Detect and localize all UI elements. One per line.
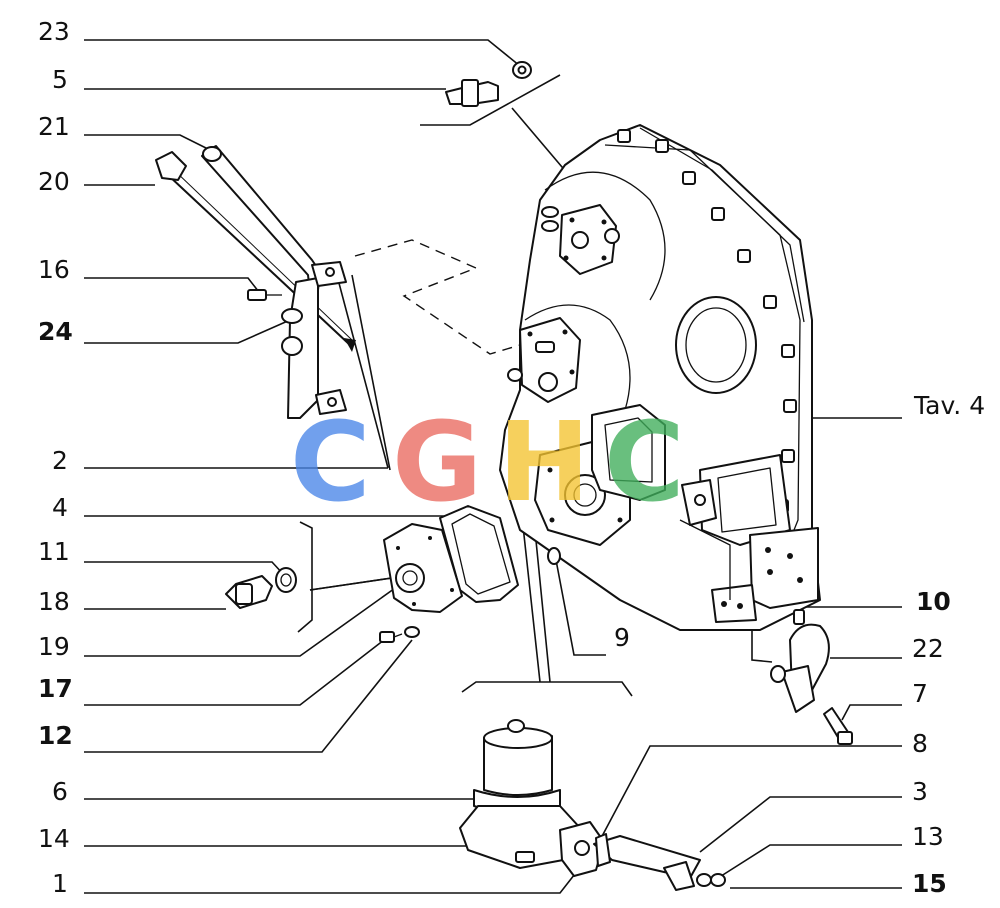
callout-21: 21 — [38, 112, 70, 141]
callout-16: 16 — [38, 255, 70, 284]
watermark-letter-h: H — [498, 398, 590, 526]
callout-3: 3 — [912, 777, 928, 806]
oil-filter — [459, 719, 726, 891]
callouts-left: 23 5 21 20 16 24 2 4 11 18 19 17 12 6 14… — [38, 17, 73, 898]
callout-13: 13 — [912, 822, 944, 851]
callout-11: 11 — [38, 537, 70, 566]
callout-14: 14 — [38, 824, 70, 853]
watermark-letter-g: G — [392, 398, 482, 526]
top-fittings — [445, 61, 532, 107]
callout-tav-4: Tav. 4 — [913, 391, 985, 420]
cover-plates — [225, 505, 561, 643]
callout-5: 5 — [52, 65, 68, 94]
callout-7: 7 — [912, 679, 928, 708]
watermark-letter-c1: C — [290, 398, 371, 526]
callout-20: 20 — [38, 167, 70, 196]
drain-pipe-assembly — [155, 145, 356, 419]
dashed-guides — [334, 239, 521, 471]
callout-23: 23 — [38, 17, 70, 46]
callout-15: 15 — [912, 869, 947, 898]
callout-17: 17 — [38, 674, 73, 703]
callout-9: 9 — [614, 623, 630, 652]
callouts-right: Tav. 4 10 22 7 8 3 13 15 — [912, 391, 985, 898]
gearbox-housing — [499, 124, 821, 631]
right-fittings — [770, 609, 853, 745]
callout-24: 24 — [38, 317, 73, 346]
callout-12: 12 — [38, 721, 73, 750]
callouts-inner: 9 — [614, 623, 630, 652]
watermark-letter-c2: C — [604, 398, 685, 526]
callout-6: 6 — [52, 777, 68, 806]
callout-22: 22 — [912, 634, 944, 663]
callout-8: 8 — [912, 729, 928, 758]
callout-1: 1 — [52, 869, 68, 898]
callout-18: 18 — [38, 587, 70, 616]
watermark-logo: C G H C — [290, 398, 685, 526]
callout-4: 4 — [52, 493, 68, 522]
leader-lines — [84, 39, 902, 894]
callout-19: 19 — [38, 632, 70, 661]
callout-10: 10 — [916, 587, 951, 616]
callout-2: 2 — [52, 446, 68, 475]
